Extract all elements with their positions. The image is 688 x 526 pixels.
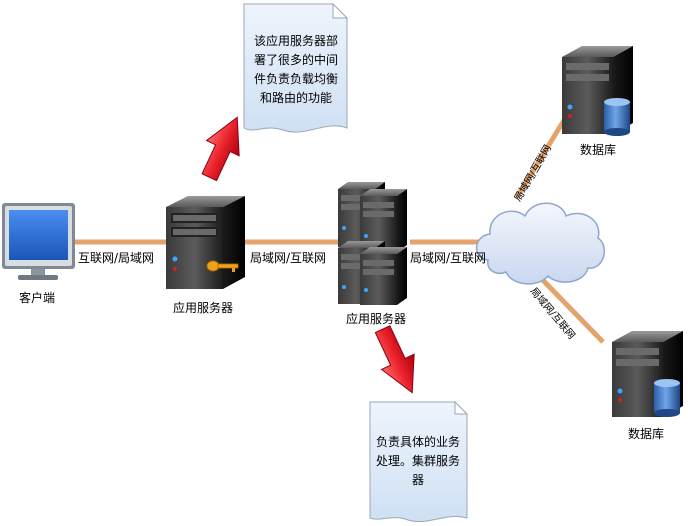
app-server-cluster-label: 应用服务器: [346, 312, 407, 326]
cloud-icon: [475, 202, 606, 285]
cluster-server-4: [360, 247, 407, 305]
app-server-icon: [166, 196, 245, 289]
database-cylinder-bottom-icon: [654, 379, 680, 417]
note-bottom-line: 器: [411, 473, 424, 487]
note-top-text: 该应用服务器部 署了很多的中间 件负责负载均衡 和路由的功能: [246, 32, 346, 108]
arrow-down-icon: [374, 325, 415, 394]
note-top-line: 该应用服务器部: [253, 34, 338, 48]
key-icon: [206, 260, 239, 272]
link-cloud-to-db-top: [514, 115, 569, 199]
client-monitor-icon: [2, 203, 75, 280]
database-server-top-icon: [562, 46, 633, 134]
link-label-client-app: 互联网/局域网: [78, 251, 155, 265]
note-top-line: 件负责负载均衡: [253, 72, 338, 86]
note-top-line: 和路由的功能: [259, 91, 332, 105]
link-cloud-to-db-bottom: [531, 268, 605, 344]
note-bottom-line: 负责具体的业务: [375, 435, 460, 449]
link-label-app-cluster: 局域网/互联网: [250, 251, 327, 265]
arrow-up-icon: [201, 116, 240, 182]
app-server-label: 应用服务器: [173, 301, 234, 315]
note-bottom-text: 负责具体的业务 处理。集群服务 器: [369, 433, 467, 490]
client-label: 客户端: [19, 291, 56, 305]
note-top-line: 署了很多的中间: [253, 53, 338, 67]
note-bottom-line: 处理。集群服务: [375, 454, 460, 468]
note-top-shape: [243, 2, 349, 133]
database-bottom-label: 数据库: [628, 427, 665, 441]
database-cylinder-top-icon: [604, 98, 630, 136]
database-top-label: 数据库: [580, 143, 617, 157]
link-label-cluster-cloud: 局域网/互联网: [410, 251, 487, 265]
note-bottom-shape: [369, 400, 469, 522]
server-cluster-icon: [338, 182, 407, 305]
